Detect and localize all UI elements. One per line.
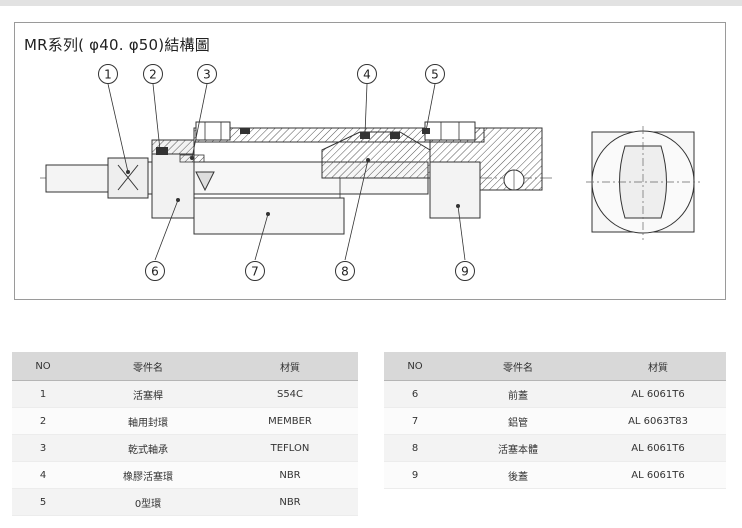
callout-label-7: 7	[251, 265, 259, 279]
callout-label-3: 3	[203, 68, 211, 82]
leader-lines	[107, 83, 466, 261]
cell-material: MEMBER	[222, 407, 358, 435]
table-row: 7 鋁管 AL 6063T83	[384, 407, 726, 435]
rear-cover-shape	[422, 121, 543, 219]
cell-part-name: 前蓋	[446, 380, 590, 408]
callout-6: 6	[145, 261, 165, 281]
cell-part-name: 活塞本體	[446, 434, 590, 462]
cell-no: 3	[12, 434, 74, 462]
cell-material: NBR	[222, 488, 358, 516]
callout-9: 9	[455, 261, 475, 281]
cell-no: 4	[12, 461, 74, 489]
cell-no: 5	[12, 488, 74, 516]
callout-7: 7	[245, 261, 265, 281]
callout-1: 1	[98, 64, 118, 84]
table-header-row: NO 零件名 材質	[12, 352, 358, 381]
cell-no: 7	[384, 407, 446, 435]
table-row: 5 0型環 NBR	[12, 488, 358, 516]
header-material: 材質	[222, 352, 358, 381]
callout-5: 5	[425, 64, 445, 84]
callout-label-1: 1	[104, 68, 112, 82]
cell-part-name: 0型環	[74, 488, 222, 516]
front-cover-shape	[151, 139, 215, 219]
callout-label-8: 8	[341, 265, 349, 279]
parts-table-left: NO 零件名 材質 1 活塞桿 S54C 2 軸用封環 MEMBER 3 乾式軸…	[12, 352, 358, 516]
cell-material: TEFLON	[222, 434, 358, 462]
cell-part-name: 活塞桿	[74, 380, 222, 408]
end-view	[586, 126, 700, 240]
table-header-row: NO 零件名 材質	[384, 352, 726, 381]
cell-no: 1	[12, 380, 74, 408]
cell-no: 6	[384, 380, 446, 408]
cell-material: AL 6061T6	[590, 434, 726, 462]
header-material: 材質	[590, 352, 726, 381]
cell-part-name: 後蓋	[446, 461, 590, 489]
table-row: 2 軸用封環 MEMBER	[12, 407, 358, 435]
callout-label-6: 6	[151, 265, 159, 279]
cell-part-name: 鋁管	[446, 407, 590, 435]
cell-material: AL 6061T6	[590, 380, 726, 408]
cell-material: NBR	[222, 461, 358, 489]
header-no: NO	[384, 352, 446, 381]
cell-no: 8	[384, 434, 446, 462]
table-row: 6 前蓋 AL 6061T6	[384, 380, 726, 408]
cell-no: 9	[384, 461, 446, 489]
leader-dots	[126, 129, 460, 216]
parts-table-right: NO 零件名 材質 6 前蓋 AL 6061T6 7 鋁管 AL 6063T83…	[384, 352, 726, 489]
cell-material: S54C	[222, 380, 358, 408]
cell-part-name: 橡膠活塞環	[74, 461, 222, 489]
table-row: 9 後蓋 AL 6061T6	[384, 461, 726, 489]
table-row: 8 活塞本體 AL 6061T6	[384, 434, 726, 462]
callout-label-9: 9	[461, 265, 469, 279]
callout-2: 2	[143, 64, 163, 84]
callout-label-5: 5	[431, 68, 439, 82]
callout-label-2: 2	[149, 68, 157, 82]
top-border-strip	[0, 0, 742, 6]
table-row: 3 乾式軸承 TEFLON	[12, 434, 358, 462]
cell-part-name: 軸用封環	[74, 407, 222, 435]
table-row: 4 橡膠活塞環 NBR	[12, 461, 358, 489]
cell-material: AL 6063T83	[590, 407, 726, 435]
header-no: NO	[12, 352, 74, 381]
cell-material: AL 6061T6	[590, 461, 726, 489]
callout-label-4: 4	[363, 68, 371, 82]
header-part-name: 零件名	[446, 352, 590, 381]
diagram-title: MR系列( φ40. φ50)結構圖	[24, 36, 210, 54]
callout-8: 8	[335, 261, 355, 281]
cell-no: 2	[12, 407, 74, 435]
cell-part-name: 乾式軸承	[74, 434, 222, 462]
header-part-name: 零件名	[74, 352, 222, 381]
callout-3: 3	[197, 64, 217, 84]
callout-4: 4	[357, 64, 377, 84]
table-row: 1 活塞桿 S54C	[12, 380, 358, 408]
